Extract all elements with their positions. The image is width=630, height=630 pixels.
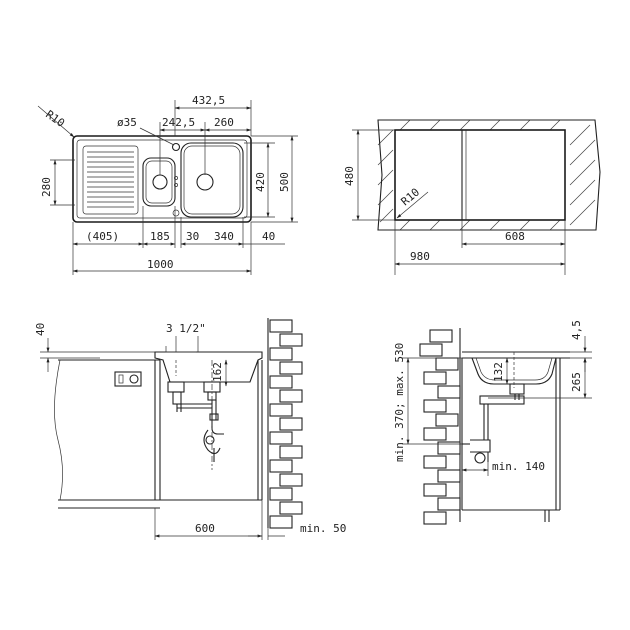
large-bowl [180,142,244,218]
dim-trap-offset: min. 140 [492,460,545,473]
drainer-grooves [82,145,139,215]
dim-bowl-span: 432,5 [192,94,225,107]
waste-fittings [167,381,224,462]
dim-bowl-depth-small: 280 [40,177,53,197]
top-plan-view: 432,5 242,5 260 ø35 R10 280 420 500 [37,94,298,275]
large-bowl-drain [196,173,214,191]
dim-side-trap-depth: 265 [570,372,583,392]
dim-waste-size: 3 1/2" [166,322,206,335]
tap-hole [171,142,181,152]
dim-front-rim: 40 [34,323,47,336]
dim-cabinet-width: 600 [195,522,215,535]
dim-cutout-radius: R10 [399,186,423,209]
cutout-view: 480 R10 608 980 [343,119,601,275]
dim-cutout-right: 608 [505,230,525,243]
dim-cutout-depth: 480 [343,166,356,186]
dim-gap: 30 [186,230,199,243]
dim-drainer-depth: (405) [86,230,119,243]
dim-small-bowl: 185 [150,230,170,243]
brick-wall-side [419,328,461,525]
side-waste-trap [462,383,525,464]
front-sink-body [154,351,263,383]
dim-small-bowl-offset: 242,5 [162,116,195,129]
dim-overall-depth: 500 [278,172,291,192]
dim-wall-gap: min. 50 [300,522,346,535]
dim-side-bowl-depth: 132 [492,362,505,382]
dim-corner-radius: R10 [43,108,67,130]
dim-large-bowl-width: 340 [214,230,234,243]
cutout-opening [394,129,566,221]
dim-cutout-total: 980 [410,250,430,263]
front-section-view: 40 [34,318,346,540]
worktop-hatching [377,119,596,231]
side-section-view: 132 4,5 265 min. 370; max. 530 min. 140 [393,320,592,525]
brick-wall-front [267,318,303,529]
pop-up-control [114,371,142,387]
dim-rim-right: 40 [262,230,275,243]
dim-bowl-depth-large: 420 [254,172,267,192]
small-bowl-drain [152,174,168,190]
dim-side-rim: 4,5 [570,320,583,340]
dim-tap-hole: ø35 [117,116,137,129]
dim-overall-length: 1000 [147,258,174,271]
small-bowl [142,157,176,207]
dim-large-bowl-offset: 260 [214,116,234,129]
sink-outline [72,135,252,223]
dim-install-range: min. 370; max. 530 [393,343,406,462]
dim-waste-height: 162 [211,362,224,382]
